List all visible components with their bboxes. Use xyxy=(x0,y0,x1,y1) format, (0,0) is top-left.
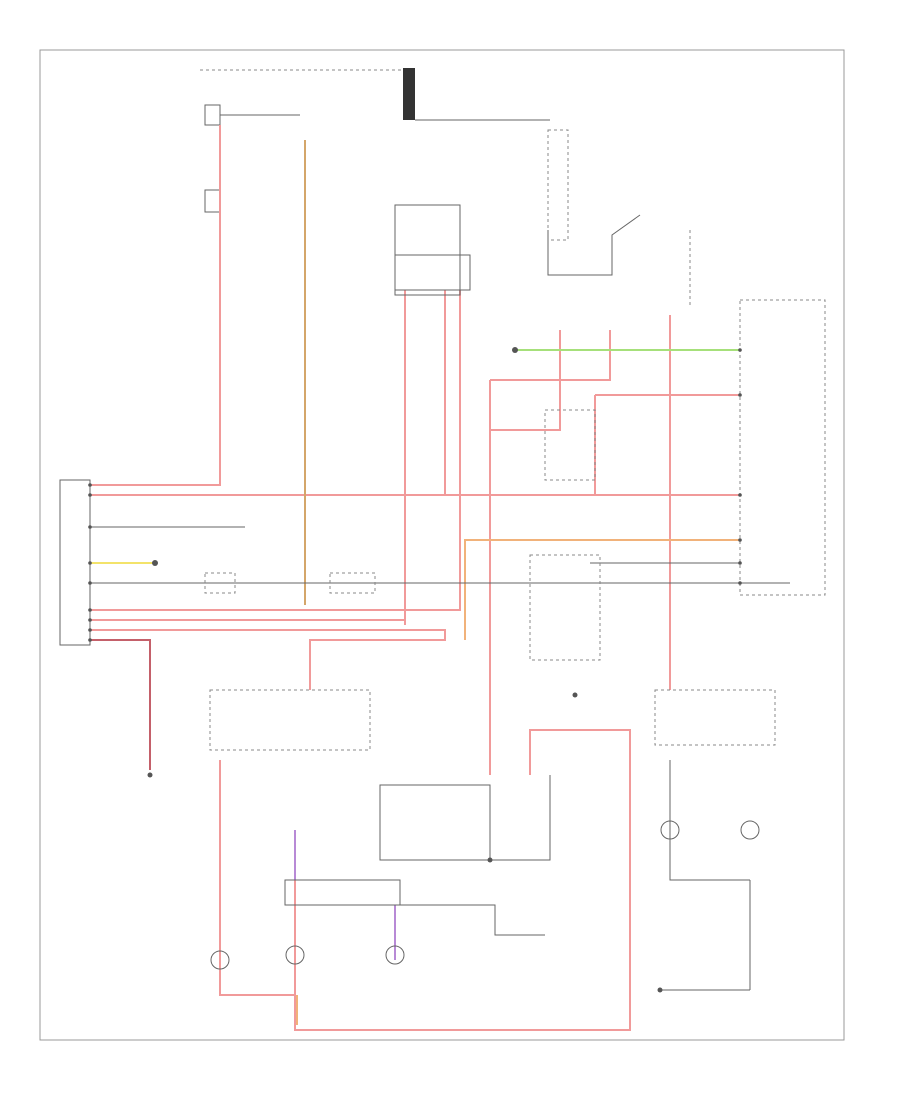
wire-red-door-lock xyxy=(90,629,446,690)
components xyxy=(59,129,826,993)
wire-red-to-door xyxy=(90,290,461,611)
wire-dark-red-ground xyxy=(90,639,151,770)
ground-g2 xyxy=(572,692,578,698)
unlock-warning-switch xyxy=(379,784,491,861)
door-unlock-detect-switch xyxy=(204,572,236,594)
fuse-2 xyxy=(204,189,221,213)
left-rear-actuator xyxy=(210,950,230,970)
ignition-key-switch xyxy=(329,572,376,594)
door-key-lock-switch xyxy=(544,409,596,481)
wire-black-8 xyxy=(395,904,545,936)
ground-g3 xyxy=(487,857,493,863)
ground-g1 xyxy=(147,772,153,778)
right-front-door-lock-unit xyxy=(654,689,776,746)
horn-relay xyxy=(547,129,569,241)
wire-black-5 xyxy=(669,760,750,881)
wire-black-4 xyxy=(379,775,551,861)
diagram-frame xyxy=(39,49,845,1041)
trunk-lid-actuator xyxy=(385,945,405,965)
left-front-actuator xyxy=(740,820,760,840)
wire-red-door-left xyxy=(219,760,295,996)
wire-orange xyxy=(464,539,740,640)
relay-inner xyxy=(394,254,471,291)
right-front-actuator xyxy=(660,820,680,840)
fuse-relay-box xyxy=(394,204,461,296)
wire-red-cross xyxy=(490,330,611,381)
wire-red-left-main xyxy=(90,125,221,486)
combination-switch-box xyxy=(739,299,826,596)
fuse-1 xyxy=(204,104,221,126)
horn-relay-switch xyxy=(547,214,641,276)
ground-g4 xyxy=(657,987,663,993)
door-lock-control-relay xyxy=(284,879,401,906)
black-wires xyxy=(90,526,790,991)
trunk-lock-relay xyxy=(529,554,601,661)
red-wires xyxy=(90,125,740,1031)
power-sources xyxy=(200,68,550,213)
yellow-wire-terminal xyxy=(152,560,158,566)
green-wire-terminal xyxy=(512,347,518,353)
left-front-door-lock-unit xyxy=(209,689,371,751)
power-control-module xyxy=(59,479,91,646)
right-rear-actuator xyxy=(285,945,305,965)
fusible-link-block xyxy=(403,68,415,120)
wire-red-big-loop xyxy=(294,729,631,1031)
connector-dots xyxy=(88,348,742,642)
